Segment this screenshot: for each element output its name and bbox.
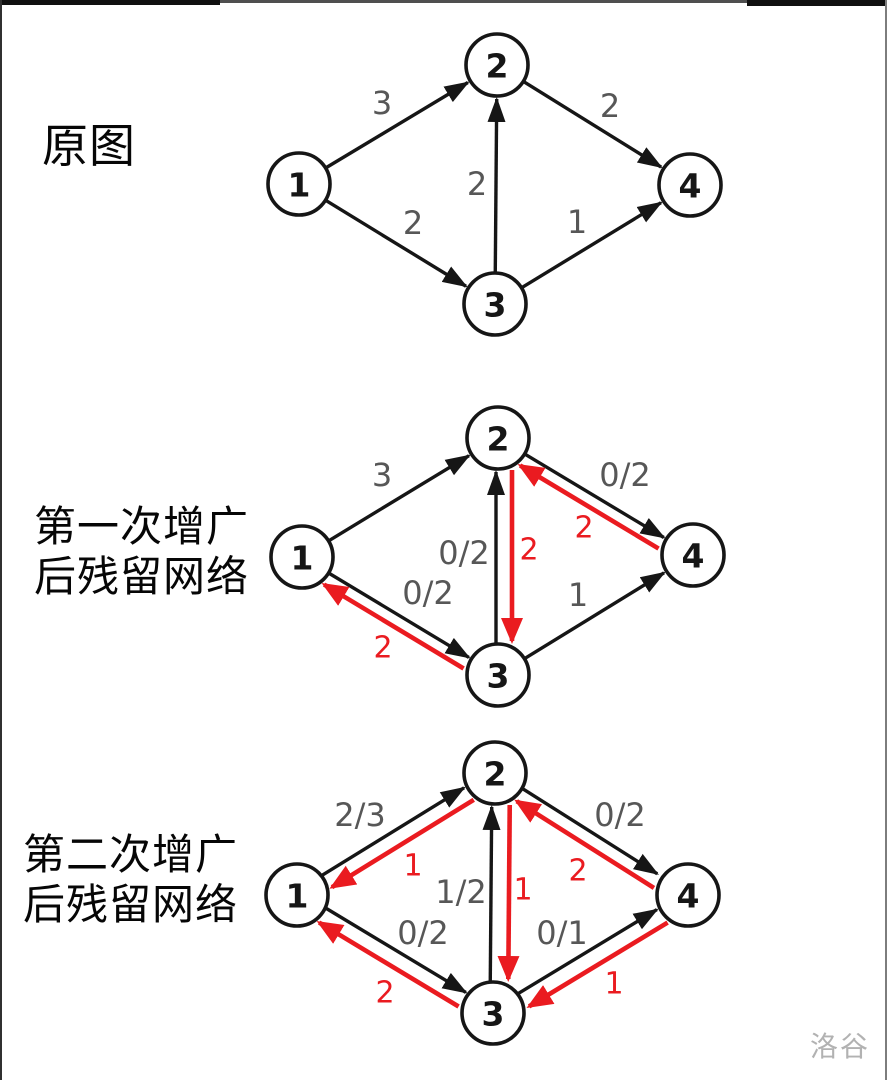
top-border-middle-line	[220, 0, 747, 3]
top-border-right-segment	[747, 0, 887, 6]
node-2-circle	[464, 32, 530, 98]
node-4-label: 4	[682, 537, 705, 576]
section-title-line: 后残留网络	[34, 553, 250, 600]
edge-label-2-4: 2	[600, 87, 620, 125]
edge-label-3-2: 2	[467, 165, 487, 203]
edge-label-3-4: 0/1	[536, 914, 588, 952]
section-title-line: 原图	[42, 120, 136, 172]
edge-label-1-3: 2	[403, 204, 423, 242]
node-3-circle	[462, 271, 528, 337]
edge-3-4	[524, 571, 666, 660]
edge-label-2-1: 1	[403, 849, 422, 884]
node-3-label: 3	[487, 657, 510, 696]
node-4-circle	[657, 152, 723, 218]
edge-label-4-2: 2	[568, 854, 587, 889]
edge-1-2	[325, 81, 470, 169]
edge-label-3-2: 1/2	[435, 873, 487, 911]
section-title-first-augment: 第一次增广 后残留网络	[34, 502, 249, 602]
edge-label-4-2: 2	[574, 511, 593, 546]
diagram-original: 3 2 2 2 1 1 2 3 4	[266, 32, 723, 337]
edge-label-3-1: 2	[375, 976, 394, 1011]
node-3-label: 3	[482, 995, 505, 1034]
node-3-circle	[460, 980, 526, 1046]
section-title-second-augment: 第二次增广 后残留网络	[23, 830, 238, 930]
edge-1-3	[325, 907, 468, 994]
edge-3-4	[517, 908, 659, 995]
edge-1-3	[328, 572, 471, 659]
node-2-circle	[465, 405, 531, 471]
edge-2-4	[524, 453, 666, 539]
section-title-original: 原图	[42, 120, 136, 172]
edge-label-3-4: 1	[567, 203, 587, 241]
node-1-label: 1	[288, 166, 311, 205]
node-1-label: 1	[291, 539, 314, 578]
node-4-label: 4	[679, 167, 702, 206]
node-3-label: 3	[484, 286, 507, 325]
edge-4-2-residual	[514, 799, 656, 890]
edge-3-1-residual	[316, 920, 460, 1009]
luogu-watermark: 洛谷	[810, 1031, 871, 1062]
node-2-label: 2	[486, 47, 509, 86]
edge-label-1-3: 0/2	[402, 574, 454, 612]
edge-3-2	[487, 96, 506, 273]
edge-label-1-2: 2/3	[334, 796, 386, 834]
edge-3-4	[521, 201, 663, 289]
edge-1-2	[328, 454, 471, 542]
edge-label-1-3: 0/2	[397, 914, 449, 952]
edge-1-2	[321, 786, 466, 877]
edge-label-2-4: 0/2	[599, 456, 651, 494]
node-3-circle	[465, 642, 531, 708]
edge-3-1-residual	[321, 582, 465, 671]
node-1-circle	[269, 524, 335, 590]
node-2-label: 2	[484, 755, 507, 794]
node-2-label: 2	[487, 420, 510, 459]
edge-label-2-3: 2	[519, 533, 538, 568]
edge-4-2-residual	[517, 463, 660, 551]
edge-2-4	[523, 80, 663, 169]
left-border-line	[0, 0, 2, 1080]
section-title-line: 第一次增广	[34, 503, 250, 550]
node-4-circle	[660, 522, 726, 588]
node-1-circle	[264, 862, 330, 928]
edge-1-3	[325, 199, 468, 288]
edge-label-3-4: 1	[568, 576, 588, 614]
right-border-line	[885, 0, 887, 1080]
node-2-circle	[462, 740, 528, 806]
edge-label-3-2: 0/2	[438, 534, 490, 572]
edge-label-1-2: 3	[372, 84, 392, 122]
edge-2-4	[519, 785, 659, 876]
edge-2-3-residual	[497, 804, 520, 983]
edge-label-3-1: 2	[373, 631, 392, 666]
edge-2-1-residual	[329, 797, 475, 890]
section-title-line: 第二次增广	[23, 831, 239, 878]
edge-label-2-4: 0/2	[594, 796, 646, 834]
edge-label-2-3: 1	[513, 873, 532, 908]
edge-3-2	[482, 804, 501, 982]
edge-4-3-residual	[526, 920, 669, 1009]
node-1-circle	[266, 151, 332, 217]
edge-label-1-2: 3	[372, 456, 392, 494]
section-title-line: 后残留网络	[23, 881, 239, 928]
edge-label-4-3: 1	[604, 967, 623, 1002]
node-4-circle	[655, 862, 721, 928]
top-border-left-segment	[0, 0, 220, 5]
node-1-label: 1	[286, 877, 309, 916]
node-4-label: 4	[677, 877, 700, 916]
